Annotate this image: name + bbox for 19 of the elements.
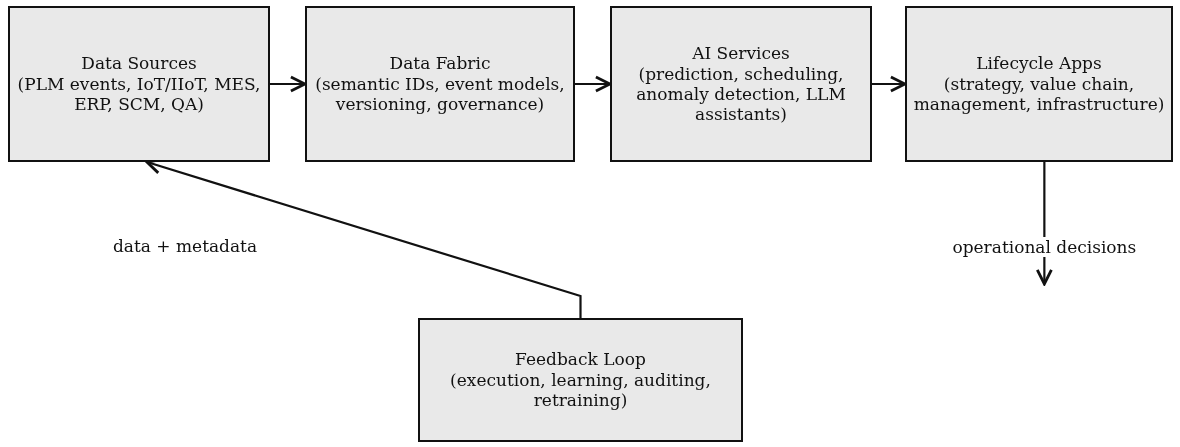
arrow bbox=[1035, 162, 1053, 286]
arrow bbox=[872, 75, 907, 93]
box-title: AI Services bbox=[692, 43, 790, 64]
box-title: Lifecycle Apps bbox=[976, 53, 1102, 74]
process-box bbox=[905, 6, 1173, 162]
box-description: (prediction, scheduling, anomaly detection, LLM assistants) bbox=[635, 63, 847, 125]
box-description: (execution, learning, auditing, retraining) bbox=[449, 369, 712, 411]
box-description: (PLM events, IoT/IIoT, MES, ERP, SCM, QA) bbox=[16, 73, 262, 115]
box-title: Data Sources bbox=[81, 53, 197, 74]
process-box bbox=[8, 6, 270, 162]
box-title: Data Fabric bbox=[389, 53, 491, 74]
arrow bbox=[575, 75, 612, 93]
box-description: (semantic IDs, event models, versioning, governance) bbox=[314, 73, 566, 115]
box-title: Feedback Loop bbox=[515, 349, 646, 370]
arrow bbox=[270, 75, 307, 93]
process-box bbox=[610, 6, 872, 162]
box-description: (strategy, value chain, management, infrastructure) bbox=[913, 73, 1165, 115]
process-box bbox=[305, 6, 575, 162]
process-box bbox=[418, 318, 743, 442]
